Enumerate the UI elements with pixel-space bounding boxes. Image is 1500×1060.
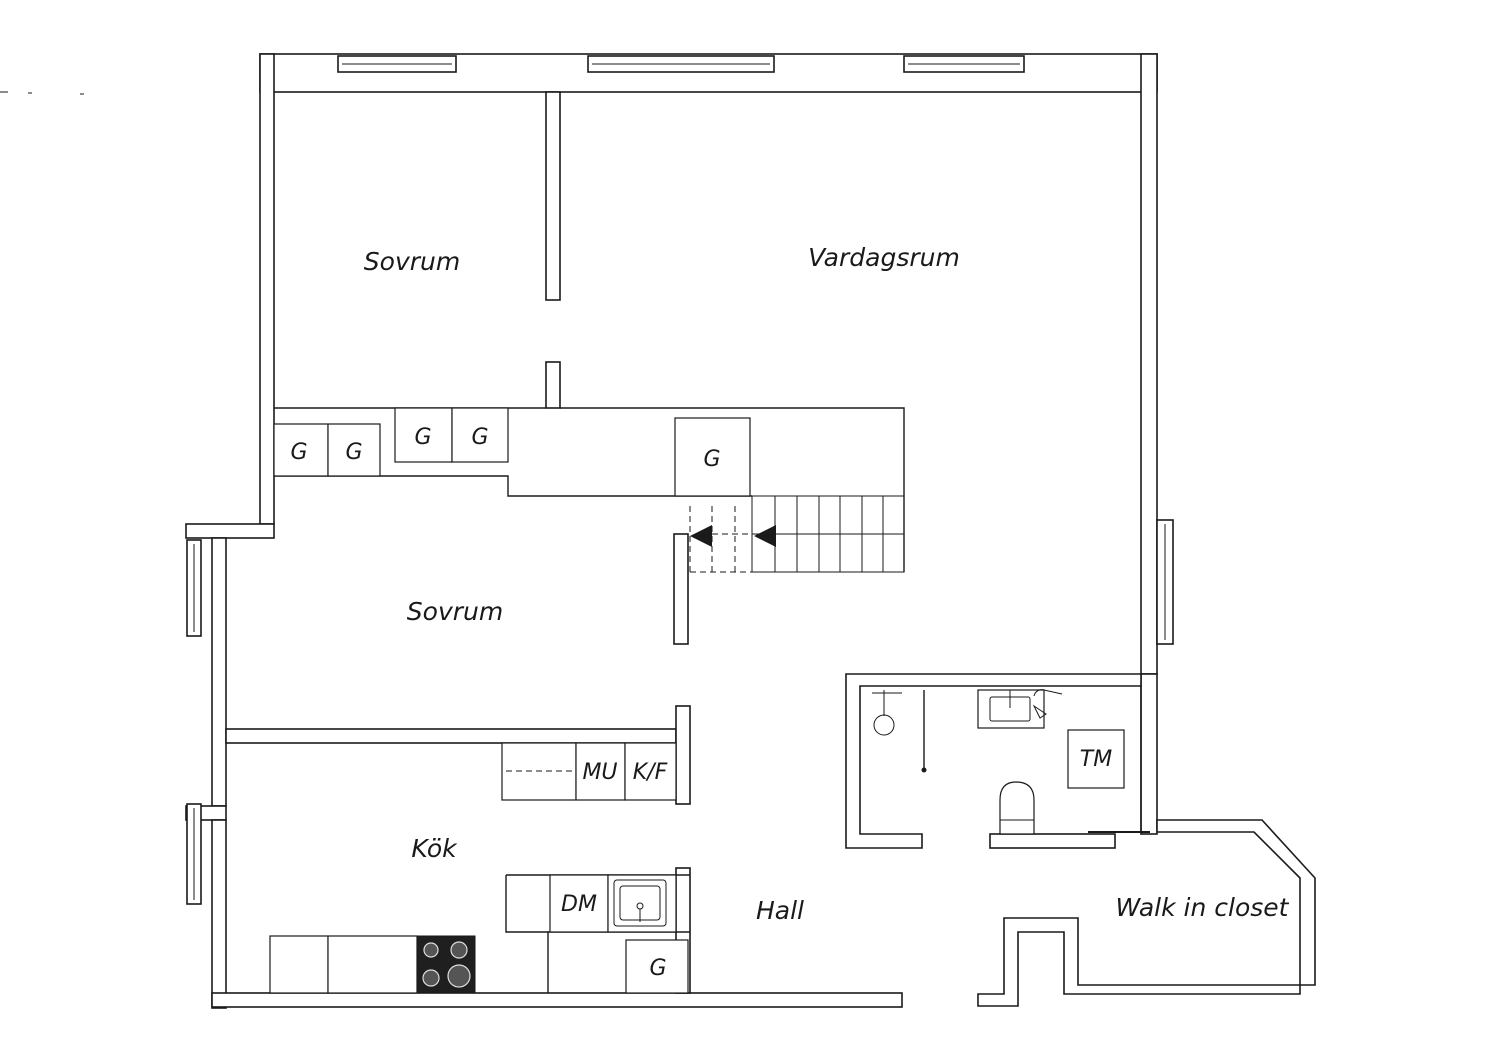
stair-arrow-icon bbox=[754, 525, 776, 547]
room-label-hall: Hall bbox=[756, 896, 804, 925]
wardrobe-label: G bbox=[703, 447, 720, 472]
microwave bbox=[575, 742, 626, 801]
microwave-label: MU bbox=[582, 760, 617, 785]
room-label-bedroom-top: Sovrum bbox=[364, 247, 460, 276]
room-label-bedroom-middle: Sovrum bbox=[407, 597, 503, 626]
washing-machine-label: TM bbox=[1080, 747, 1112, 772]
wardrobe-2 bbox=[327, 423, 381, 477]
room-label-walk-in-closet: Walk in closet bbox=[1116, 893, 1290, 922]
wardrobe-label: G bbox=[345, 440, 362, 465]
fixture-labels: G G G G G G MU K/F DM TM bbox=[290, 425, 1112, 981]
washing-machine bbox=[1067, 729, 1125, 789]
wardrobe-6 bbox=[625, 939, 689, 994]
outer-walls bbox=[185, 53, 1316, 1009]
wardrobe-3 bbox=[394, 407, 453, 463]
wardrobe-label: G bbox=[414, 425, 431, 450]
dishwasher-label: DM bbox=[561, 892, 597, 917]
wardrobe-label: G bbox=[649, 956, 666, 981]
wardrobe-label: G bbox=[290, 440, 307, 465]
wardrobe-label: G bbox=[471, 425, 488, 450]
sink-icon bbox=[613, 879, 667, 927]
room-label-living-room: Vardagsrum bbox=[808, 243, 960, 272]
fridge-freezer-label: K/F bbox=[633, 760, 668, 785]
toilet-icon bbox=[999, 781, 1035, 835]
shower-icon bbox=[873, 714, 895, 736]
stair-arrow-icon bbox=[690, 525, 712, 547]
wardrobe-4 bbox=[451, 407, 509, 463]
wardrobe-5 bbox=[674, 417, 751, 497]
fridge-freezer bbox=[624, 742, 677, 801]
kitchen-fixtures bbox=[269, 742, 677, 994]
stray-marks bbox=[0, 91, 84, 95]
room-labels: Sovrum Vardagsrum Sovrum Kök Hall Walk i… bbox=[364, 243, 1290, 925]
bathroom-fixtures bbox=[872, 686, 1150, 835]
dishwasher bbox=[549, 874, 609, 933]
interior-walls bbox=[225, 91, 1142, 994]
room-label-kitchen: Kök bbox=[411, 834, 458, 863]
windows bbox=[186, 55, 1174, 905]
washbasin-icon bbox=[977, 689, 1045, 729]
wardrobes bbox=[273, 407, 751, 994]
staircase bbox=[689, 495, 905, 573]
